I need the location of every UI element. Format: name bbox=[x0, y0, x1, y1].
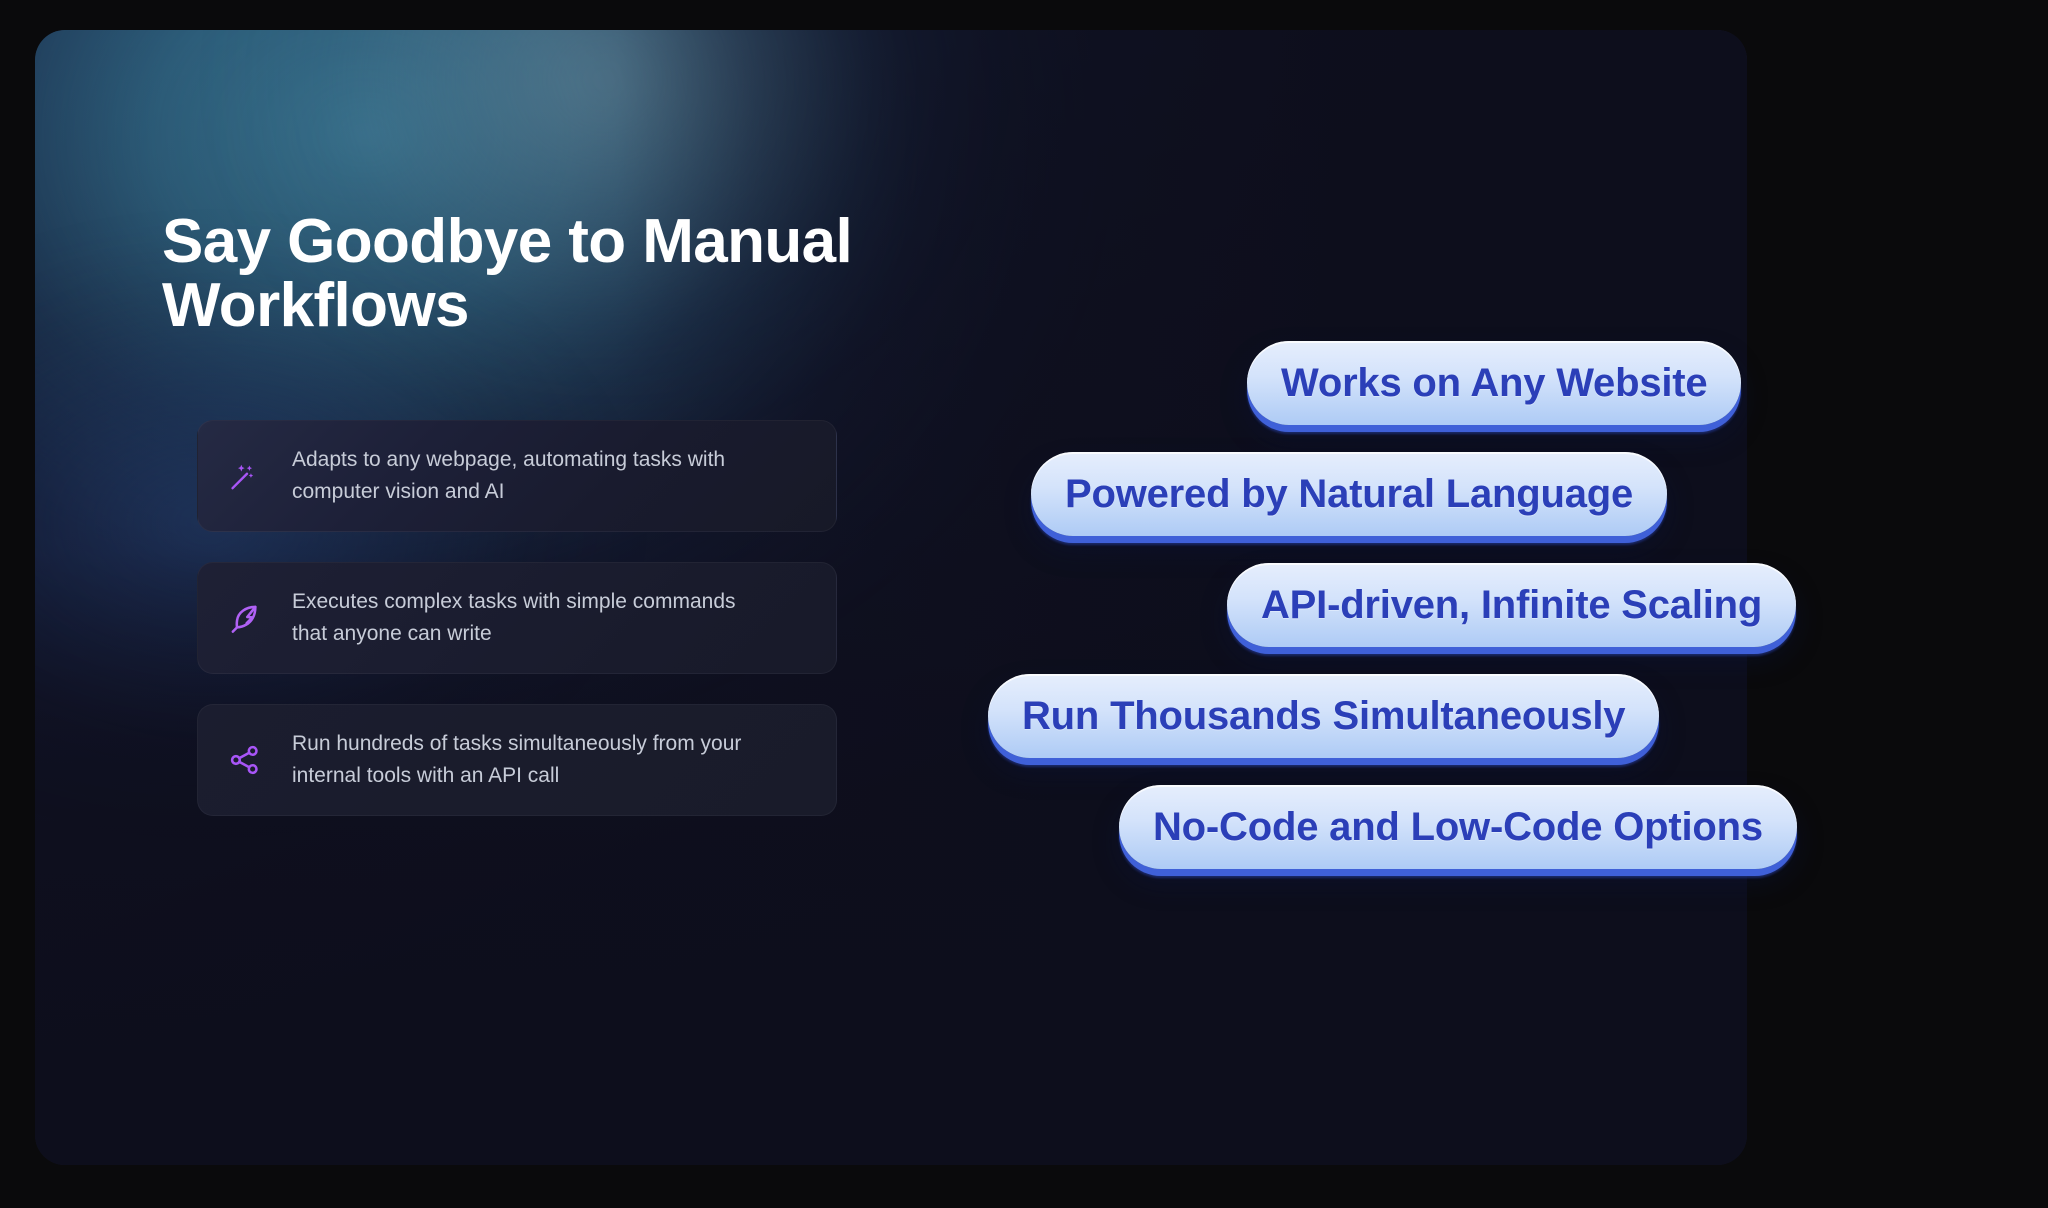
pill-run-thousands-simultaneously[interactable]: Run Thousands Simultaneously bbox=[988, 674, 1660, 758]
feature-card-executes: Executes complex tasks with simple comma… bbox=[197, 562, 837, 674]
pill-works-on-any-website[interactable]: Works on Any Website bbox=[1247, 341, 1742, 425]
feature-text: Run hundreds of tasks simultaneously fro… bbox=[292, 732, 742, 787]
feature-card-adapts: Adapts to any webpage, automating tasks … bbox=[197, 420, 837, 532]
magic-wand-sparkles-icon bbox=[224, 455, 266, 497]
feature-text: Adapts to any webpage, automating tasks … bbox=[292, 448, 726, 503]
feature-text: Executes complex tasks with simple comma… bbox=[292, 590, 736, 645]
feature-list: Adapts to any webpage, automating tasks … bbox=[197, 420, 837, 846]
share-network-icon bbox=[224, 739, 266, 781]
page-title: Say Goodbye to Manual Workflows bbox=[162, 206, 853, 340]
pill-api-driven-infinite-scaling[interactable]: API-driven, Infinite Scaling bbox=[1227, 563, 1797, 647]
feather-quill-icon bbox=[224, 597, 266, 639]
pill-no-code-and-low-code-options[interactable]: No-Code and Low-Code Options bbox=[1119, 785, 1797, 869]
feature-card-run-tasks: Run hundreds of tasks simultaneously fro… bbox=[197, 704, 837, 816]
pill-powered-by-natural-language[interactable]: Powered by Natural Language bbox=[1031, 452, 1668, 536]
